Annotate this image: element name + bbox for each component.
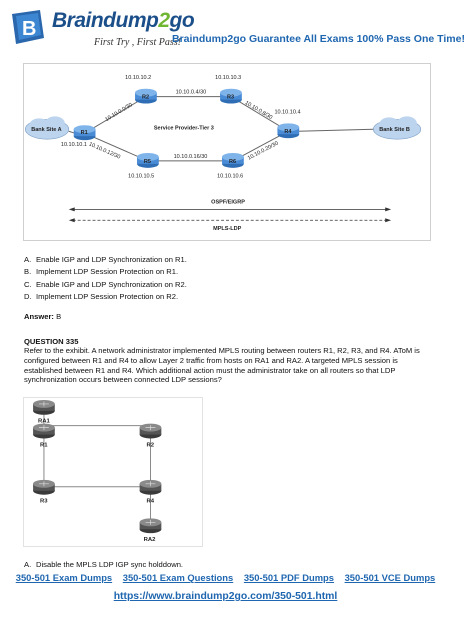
router-r3-label: R3 bbox=[40, 499, 48, 505]
option-a-second: A.Disable the MPLS LDP IGP sync holddown… bbox=[24, 560, 184, 569]
router-r2-icon bbox=[139, 423, 162, 439]
option-c: C.Enable IGP and LDP Synchronization on … bbox=[24, 279, 187, 289]
question-title: QUESTION 335 bbox=[24, 337, 79, 346]
braindump2go-logo-icon: B bbox=[8, 8, 48, 48]
answer-options-list: A.Enable IGP and LDP Synchronization on … bbox=[24, 254, 187, 304]
header-title: Braindump2go Guarantee All Exams 100% Pa… bbox=[172, 33, 465, 45]
answer-line: Answer: B bbox=[24, 312, 62, 321]
option-a: A.Enable IGP and LDP Synchronization on … bbox=[24, 255, 187, 264]
footer-link-pdf-dumps[interactable]: 350-501 PDF Dumps bbox=[243, 572, 334, 583]
router-r6-icon bbox=[222, 152, 244, 168]
link-r2-r3-label: 10.10.0.4/30 bbox=[176, 90, 207, 96]
router-r1-label: R1 bbox=[81, 130, 88, 136]
router-ra2-label: RA2 bbox=[144, 537, 157, 543]
link-r1-r2-label: 10.10.0.0/30 bbox=[104, 102, 133, 123]
router-r2-label: R2 bbox=[147, 442, 155, 448]
option-b: B.Implement LDP Session Protection on R1… bbox=[24, 267, 179, 277]
footer-url-link[interactable]: https://www.braindump2go.com/350-501.htm… bbox=[113, 591, 338, 602]
router-r4-icon bbox=[139, 479, 162, 496]
router-r4-label: R4 bbox=[284, 129, 292, 135]
footer-link-vce-dumps[interactable]: 350-501 VCE Dumps bbox=[344, 572, 436, 583]
r1-address: 10.10.10.1 bbox=[61, 142, 87, 148]
option-d: D.Implement LDP Session Protection on R2… bbox=[24, 292, 179, 302]
router-r4-icon bbox=[277, 123, 300, 139]
router-ra2-icon bbox=[139, 518, 162, 534]
router-ra1-icon bbox=[32, 399, 56, 416]
svg-text:B: B bbox=[22, 18, 36, 40]
bank-site-b-label: Bank Site B bbox=[379, 127, 410, 133]
protocol-ldp-label: MPLS-LDP bbox=[213, 226, 242, 232]
page-header: B Braindump2go First Try , First Pass! B… bbox=[8, 4, 465, 62]
router-r2-icon bbox=[135, 88, 157, 104]
link-r1-r5-label: 10.10.0.12/30 bbox=[88, 141, 121, 160]
logo-wordmark: Braindump2go bbox=[52, 9, 195, 32]
provider-label: Service Provider-Tier 3 bbox=[154, 125, 214, 131]
r3-address: 10.10.10.3 bbox=[215, 75, 241, 81]
exhibit-topology-2: RA1 R1 R2 R3 R4 RA2 bbox=[23, 397, 203, 547]
router-r1-label: R1 bbox=[40, 442, 48, 448]
router-r4-label: R4 bbox=[147, 499, 155, 505]
link-r5-r6-label: 10.10.0.16/30 bbox=[174, 154, 208, 160]
router-r1-icon bbox=[32, 423, 56, 439]
footer-links: 350-501 Exam Dumps 350-501 Exam Question… bbox=[0, 572, 451, 583]
router-r2-label: R2 bbox=[142, 95, 149, 101]
bank-site-a-cloud bbox=[24, 116, 70, 140]
router-r5-label: R5 bbox=[144, 159, 151, 165]
r2-address: 10.10.10.2 bbox=[125, 75, 151, 81]
router-r6-label: R6 bbox=[229, 159, 236, 165]
link-r3-r4-label: 10.10.0.8/30 bbox=[244, 100, 273, 121]
router-ra1-label: RA1 bbox=[38, 419, 51, 425]
router-r1-icon bbox=[73, 125, 96, 141]
router-r3-icon bbox=[220, 88, 242, 104]
bank-site-b-cloud bbox=[373, 116, 422, 140]
r6-address: 10.10.10.6 bbox=[217, 174, 243, 180]
r5-address: 10.10.10.5 bbox=[128, 174, 154, 180]
router-r3-icon bbox=[32, 479, 56, 496]
r4-address: 10.10.10.4 bbox=[274, 109, 300, 115]
logo-tagline: First Try , First Pass! bbox=[94, 37, 181, 48]
question-text: Refer to the exhibit. A network administ… bbox=[24, 346, 420, 385]
router-r3-label: R3 bbox=[227, 95, 234, 101]
bank-site-a-label: Bank Site A bbox=[31, 127, 61, 133]
router-r5-icon bbox=[137, 152, 159, 168]
protocol-igp-label: OSPF/EIGRP bbox=[211, 199, 245, 205]
footer-link-exam-dumps[interactable]: 350-501 Exam Dumps bbox=[15, 572, 113, 583]
exhibit-topology-1: Bank Site A Bank Site B R1 R2 bbox=[23, 63, 431, 241]
footer-link-exam-questions[interactable]: 350-501 Exam Questions bbox=[122, 572, 234, 583]
